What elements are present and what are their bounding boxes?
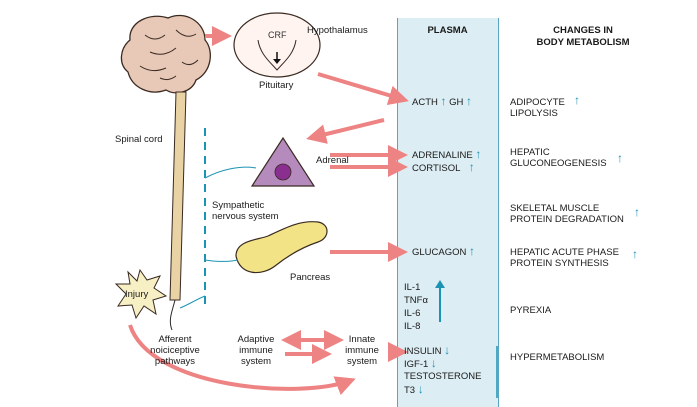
change-hepatic-gluco: HEPATIC GLUCONEOGENESIS bbox=[510, 147, 607, 169]
plasma-cortisol: CORTISOL ↑ bbox=[412, 160, 475, 174]
plasma-column bbox=[397, 18, 499, 407]
pancreas-label: Pancreas bbox=[290, 272, 331, 283]
spinal-cord-icon bbox=[169, 91, 187, 301]
up-arrow-icon: ↑ bbox=[475, 147, 482, 161]
up-arrow-icon: ↑ bbox=[469, 244, 476, 258]
plasma-acth: ACTH ↑ GH ↑ bbox=[412, 94, 473, 108]
change-acute-phase: HEPATIC ACUTE PHASE PROTEIN SYNTHESIS bbox=[510, 247, 619, 269]
down-arrow-icon: ↓ bbox=[430, 356, 437, 370]
up-arrow-icon: ↑ bbox=[468, 160, 475, 174]
injury-label: Injury bbox=[125, 289, 149, 300]
injury-icon bbox=[114, 268, 168, 320]
change-pyrexia: PYREXIA bbox=[510, 305, 552, 316]
plasma-testosterone: TESTOSTERONE bbox=[404, 371, 482, 382]
arrow-injury-innate bbox=[128, 324, 356, 396]
adaptive-immune-label: Adaptive immune system bbox=[237, 334, 275, 367]
plasma-glucagon: GLUCAGON ↑ bbox=[412, 244, 476, 258]
up-arrow-icon: ↑ bbox=[440, 94, 447, 108]
arrow-pituitary-acth bbox=[317, 72, 409, 105]
plasma-il8: IL-8 bbox=[404, 321, 421, 332]
hypothalamus-icon bbox=[233, 12, 321, 78]
change-adipocyte: ADIPOCYTE LIPOLYSIS bbox=[510, 97, 565, 119]
afferent-label: Afferent noiciceptive pathways bbox=[150, 334, 200, 367]
nerve-to-adrenal bbox=[204, 166, 257, 179]
crf-label: CRF bbox=[268, 30, 287, 40]
adrenal-label: Adrenal bbox=[316, 155, 349, 166]
plasma-t3: T3 ↓ bbox=[404, 382, 424, 396]
up-arrow-icon: ↑ bbox=[617, 151, 623, 165]
plasma-il6: IL-6 bbox=[404, 308, 421, 319]
pancreas-icon bbox=[235, 221, 328, 274]
adrenal-gland-icon bbox=[250, 136, 316, 187]
up-arrow-icon: ↑ bbox=[466, 94, 473, 108]
spinal-cord-label: Spinal cord bbox=[115, 134, 163, 145]
down-arrow-icon: ↓ bbox=[417, 382, 424, 396]
changes-header: CHANGES IN BODY METABOLISM bbox=[536, 25, 630, 48]
up-arrow-icon: ↑ bbox=[632, 247, 638, 261]
innate-immune-label: Innate immune system bbox=[345, 334, 379, 367]
arrow-acth-adrenal bbox=[306, 118, 385, 144]
plasma-tnf: TNFα bbox=[404, 295, 428, 306]
pituitary-label: Pituitary bbox=[259, 80, 294, 91]
plasma-igf1: IGF-1 ↓ bbox=[404, 356, 437, 370]
hypothalamus-label: Hypothalamus bbox=[307, 25, 368, 36]
plasma-insulin: INSULIN ↓ bbox=[404, 343, 451, 357]
brain-icon bbox=[120, 14, 211, 94]
afferent-nerve bbox=[169, 299, 176, 331]
nerve-to-pancreas bbox=[204, 259, 239, 262]
change-hypermetabolism: HYPERMETABOLISM bbox=[510, 352, 605, 363]
down-arrow-icon: ↓ bbox=[444, 343, 451, 357]
plasma-il1: IL-1 bbox=[404, 282, 421, 293]
nerve-to-injury bbox=[179, 295, 206, 309]
plasma-adrenaline: ADRENALINE ↑ bbox=[412, 147, 482, 161]
up-arrow-icon: ↑ bbox=[634, 205, 640, 219]
plasma-header: PLASMA bbox=[427, 25, 468, 36]
change-skeletal: SKELETAL MUSCLE PROTEIN DEGRADATION bbox=[510, 203, 624, 225]
up-arrow-icon: ↑ bbox=[574, 93, 580, 107]
sympathetic-label: Sympathetic nervous system bbox=[212, 200, 279, 222]
